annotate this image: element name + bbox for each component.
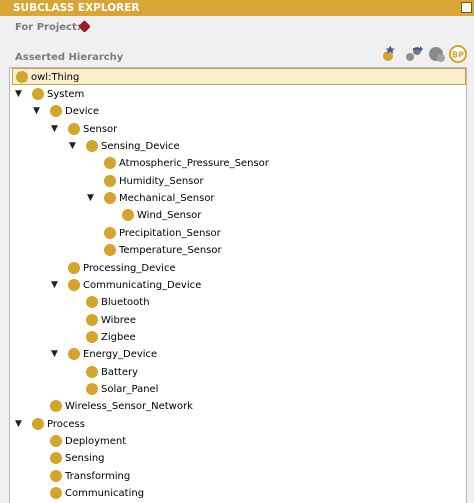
project-label: For Project: <box>15 22 81 33</box>
class-icon <box>86 140 98 153</box>
class-icon <box>68 348 80 361</box>
class-icon <box>50 452 62 465</box>
tree-node-label: Deployment <box>65 436 127 447</box>
tree-node-label: Temperature_Sensor <box>119 245 222 257</box>
class-icon <box>68 261 80 274</box>
bp-icon[interactable]: BP <box>448 45 468 63</box>
bp-icon-text: BP <box>452 51 464 60</box>
close-icon[interactable] <box>461 2 472 13</box>
class-icon <box>86 313 98 326</box>
tree-node-label: Mechanical_Sensor <box>119 193 215 205</box>
expand-toggle-icon[interactable]: ▼ <box>15 418 22 429</box>
class-icon <box>50 469 62 482</box>
class-icon <box>86 382 98 395</box>
class-icon <box>104 244 116 257</box>
tree-node-label: Transforming <box>65 470 131 482</box>
tree-node-label: Sensing <box>65 453 105 465</box>
expand-toggle-icon[interactable]: ▼ <box>51 279 58 290</box>
class-icon <box>32 417 44 430</box>
expand-toggle-icon[interactable]: ▼ <box>15 89 22 99</box>
class-icon <box>16 71 28 83</box>
class-icon <box>50 435 62 447</box>
tree-node-label: Battery <box>101 366 139 378</box>
tree-node-label: Humidity_Sensor <box>119 175 204 187</box>
tree-node-label: owl:Thing <box>31 72 80 83</box>
class-icon <box>86 365 98 378</box>
class-icon <box>50 487 62 500</box>
subclass-explorer-panel: For Project: Asserted Hierarchy BP owl:T… <box>0 16 474 503</box>
tree-node-label: Communicating <box>65 488 145 500</box>
expand-toggle-icon[interactable]: ▼ <box>51 349 58 360</box>
expand-toggle-icon[interactable]: ▼ <box>69 141 76 152</box>
hierarchy-label: Asserted Hierarchy <box>15 52 124 63</box>
tree-node-label: Wibree <box>101 314 136 326</box>
expand-toggle-icon[interactable]: ▼ <box>33 106 40 117</box>
expand-toggle-icon[interactable]: ▼ <box>87 193 94 204</box>
tree-node-label: Wind_Sensor <box>137 210 202 222</box>
class-icon <box>104 226 116 239</box>
class-icon <box>68 122 80 135</box>
class-icon <box>122 209 134 222</box>
class-icon <box>50 400 62 413</box>
panel-title: SUBCLASS EXPLORER <box>13 2 140 14</box>
tree-node-label: System <box>47 89 85 100</box>
tree-node-label: Bluetooth <box>101 297 150 309</box>
add-sibling-icon[interactable] <box>404 45 424 63</box>
class-tree: owl:Thing ▼ System ▼ Device ▼ Sensor ▼ Sensing_… <box>9 67 467 503</box>
tree-node-label: Communicating_Device <box>83 279 202 291</box>
tree-node-label: Process <box>47 418 85 430</box>
class-icon <box>68 278 80 291</box>
tree-node-label: Sensing_Device <box>101 141 180 153</box>
tree-node-label: Zigbee <box>101 331 136 343</box>
delete-class-icon[interactable] <box>427 45 447 63</box>
panel-title-bar: SUBCLASS EXPLORER <box>0 0 474 16</box>
tree-node-label: Sensor <box>83 123 118 135</box>
class-icon <box>104 192 116 205</box>
tree-node-label: Atmospheric_Pressure_Sensor <box>119 158 269 170</box>
class-icon <box>104 157 116 170</box>
class-icon <box>50 105 62 118</box>
tree-node-owl-thing[interactable]: owl:Thing <box>12 68 466 85</box>
tree-node-label: Processing_Device <box>83 262 176 274</box>
class-icon <box>86 330 98 343</box>
tree-node-label: Wireless_Sensor_Network <box>65 401 193 413</box>
tree-node-label: Device <box>65 106 100 118</box>
class-icon <box>86 296 98 309</box>
tree-node-label: Precipitation_Sensor <box>119 227 221 239</box>
tree-node-label: Energy_Device <box>83 349 158 361</box>
class-icon <box>32 88 44 100</box>
add-subclass-icon[interactable] <box>381 45 401 63</box>
tree-node-label: Solar_Panel <box>101 383 159 395</box>
expand-toggle-icon[interactable]: ▼ <box>51 123 58 134</box>
class-icon <box>104 174 116 187</box>
